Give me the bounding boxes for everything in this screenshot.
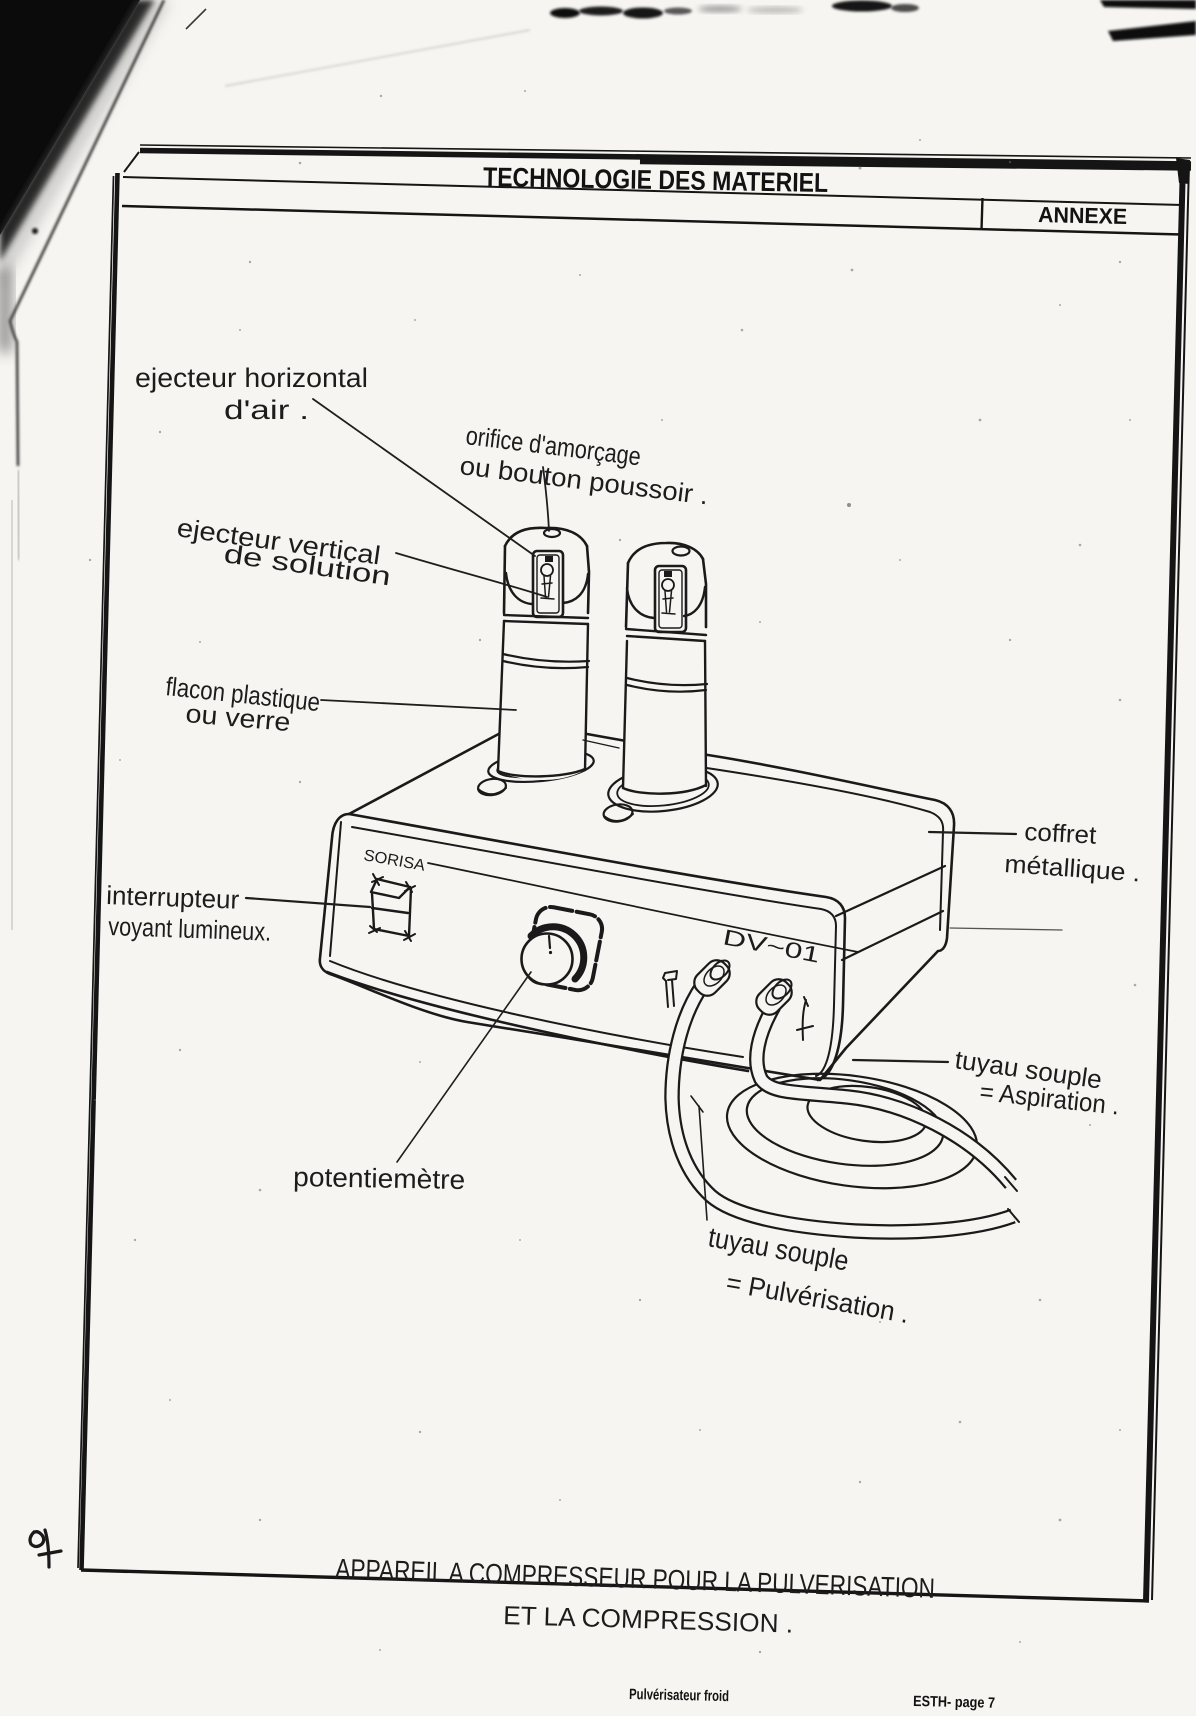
svg-text:Pulvérisateur froid: Pulvérisateur froid <box>629 1686 729 1705</box>
svg-text:voyant lumineux.: voyant lumineux. <box>108 911 272 947</box>
svg-text:d'air .: d'air . <box>224 395 309 425</box>
svg-text:ANNEXE: ANNEXE <box>1038 202 1128 229</box>
svg-text:interrupteur: interrupteur <box>106 880 240 915</box>
svg-text:ESTH- page 7: ESTH- page 7 <box>913 1693 995 1712</box>
svg-text:TECHNOLOGIE DES MATERIEL: TECHNOLOGIE DES MATERIEL <box>483 162 828 198</box>
svg-text:coffret: coffret <box>1024 818 1097 850</box>
svg-text:potentiemètre: potentiemètre <box>293 1162 465 1195</box>
svg-text:ejecteur horizontal: ejecteur horizontal <box>135 363 368 393</box>
